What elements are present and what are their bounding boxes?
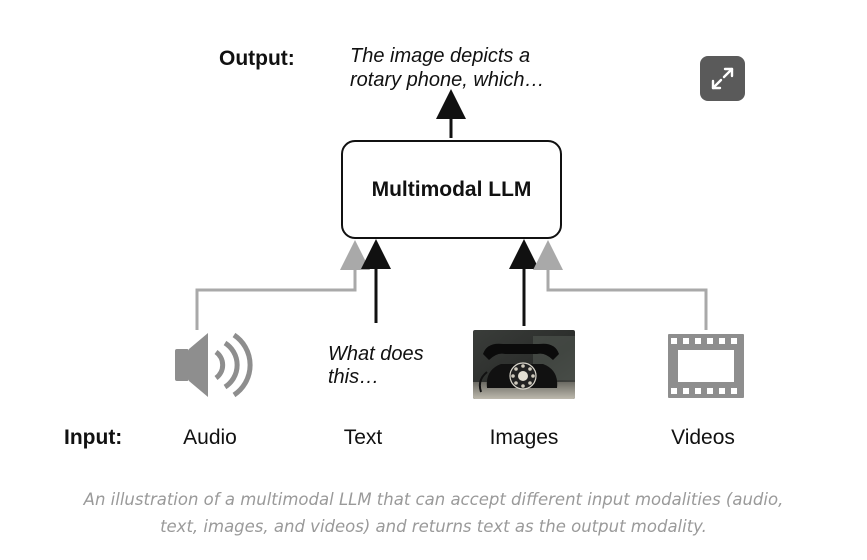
input-label: Input: [64, 426, 123, 449]
audio-arrow [195, 240, 370, 330]
model-label: Multimodal LLM [371, 177, 532, 201]
sound-waves-icon [214, 332, 253, 398]
modality-label-text: Text [343, 426, 383, 449]
output-label: Output: [219, 47, 295, 70]
rotary-phone-image [473, 330, 575, 399]
text-sample: What does this… [328, 343, 458, 389]
output-text-line-1: The image depicts a [350, 45, 531, 67]
caption-line-1: An illustration of a multimodal LLM that… [83, 490, 784, 509]
expand-arrows-icon [711, 67, 734, 90]
output-text: The image depicts a rotary phone, which… [350, 44, 580, 92]
modality-label-images: Images [489, 426, 559, 449]
caption-line-2: text, images, and videos) and returns te… [160, 517, 707, 536]
figure-caption: An illustration of a multimodal LLM that… [20, 486, 847, 540]
speaker-icon [175, 333, 208, 397]
text-sample-line-1: What does [328, 343, 424, 365]
video-arrow [533, 240, 708, 330]
modality-label-videos: Videos [671, 426, 735, 449]
expand-button[interactable] [700, 56, 745, 101]
multimodal-llm-box: Multimodal LLM [341, 140, 562, 239]
output-text-line-2: rotary phone, which… [350, 69, 545, 91]
film-strip-icon [668, 334, 744, 398]
text-sample-line-2: this… [328, 366, 380, 388]
modality-label-audio: Audio [183, 426, 237, 449]
